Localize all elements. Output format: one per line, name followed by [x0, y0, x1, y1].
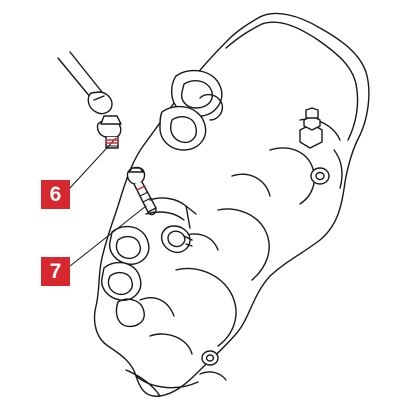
spring-clip-icon: [145, 197, 197, 229]
piston-bores-icon: [101, 69, 224, 328]
callout-label-7: 7: [41, 257, 70, 286]
bolt-hole-icon: [201, 167, 330, 366]
caliper-body-icon: [93, 12, 370, 397]
bleeder-valve-icon: [299, 107, 323, 149]
callout-label-6: 6: [41, 180, 70, 209]
highlight-marks: [105, 139, 146, 191]
wrench-icon: [57, 51, 113, 115]
leader-lines: [69, 137, 147, 267]
leader-line-6: [69, 137, 117, 189]
leader-line-7: [69, 205, 147, 267]
pin-head-icon: [160, 225, 193, 254]
